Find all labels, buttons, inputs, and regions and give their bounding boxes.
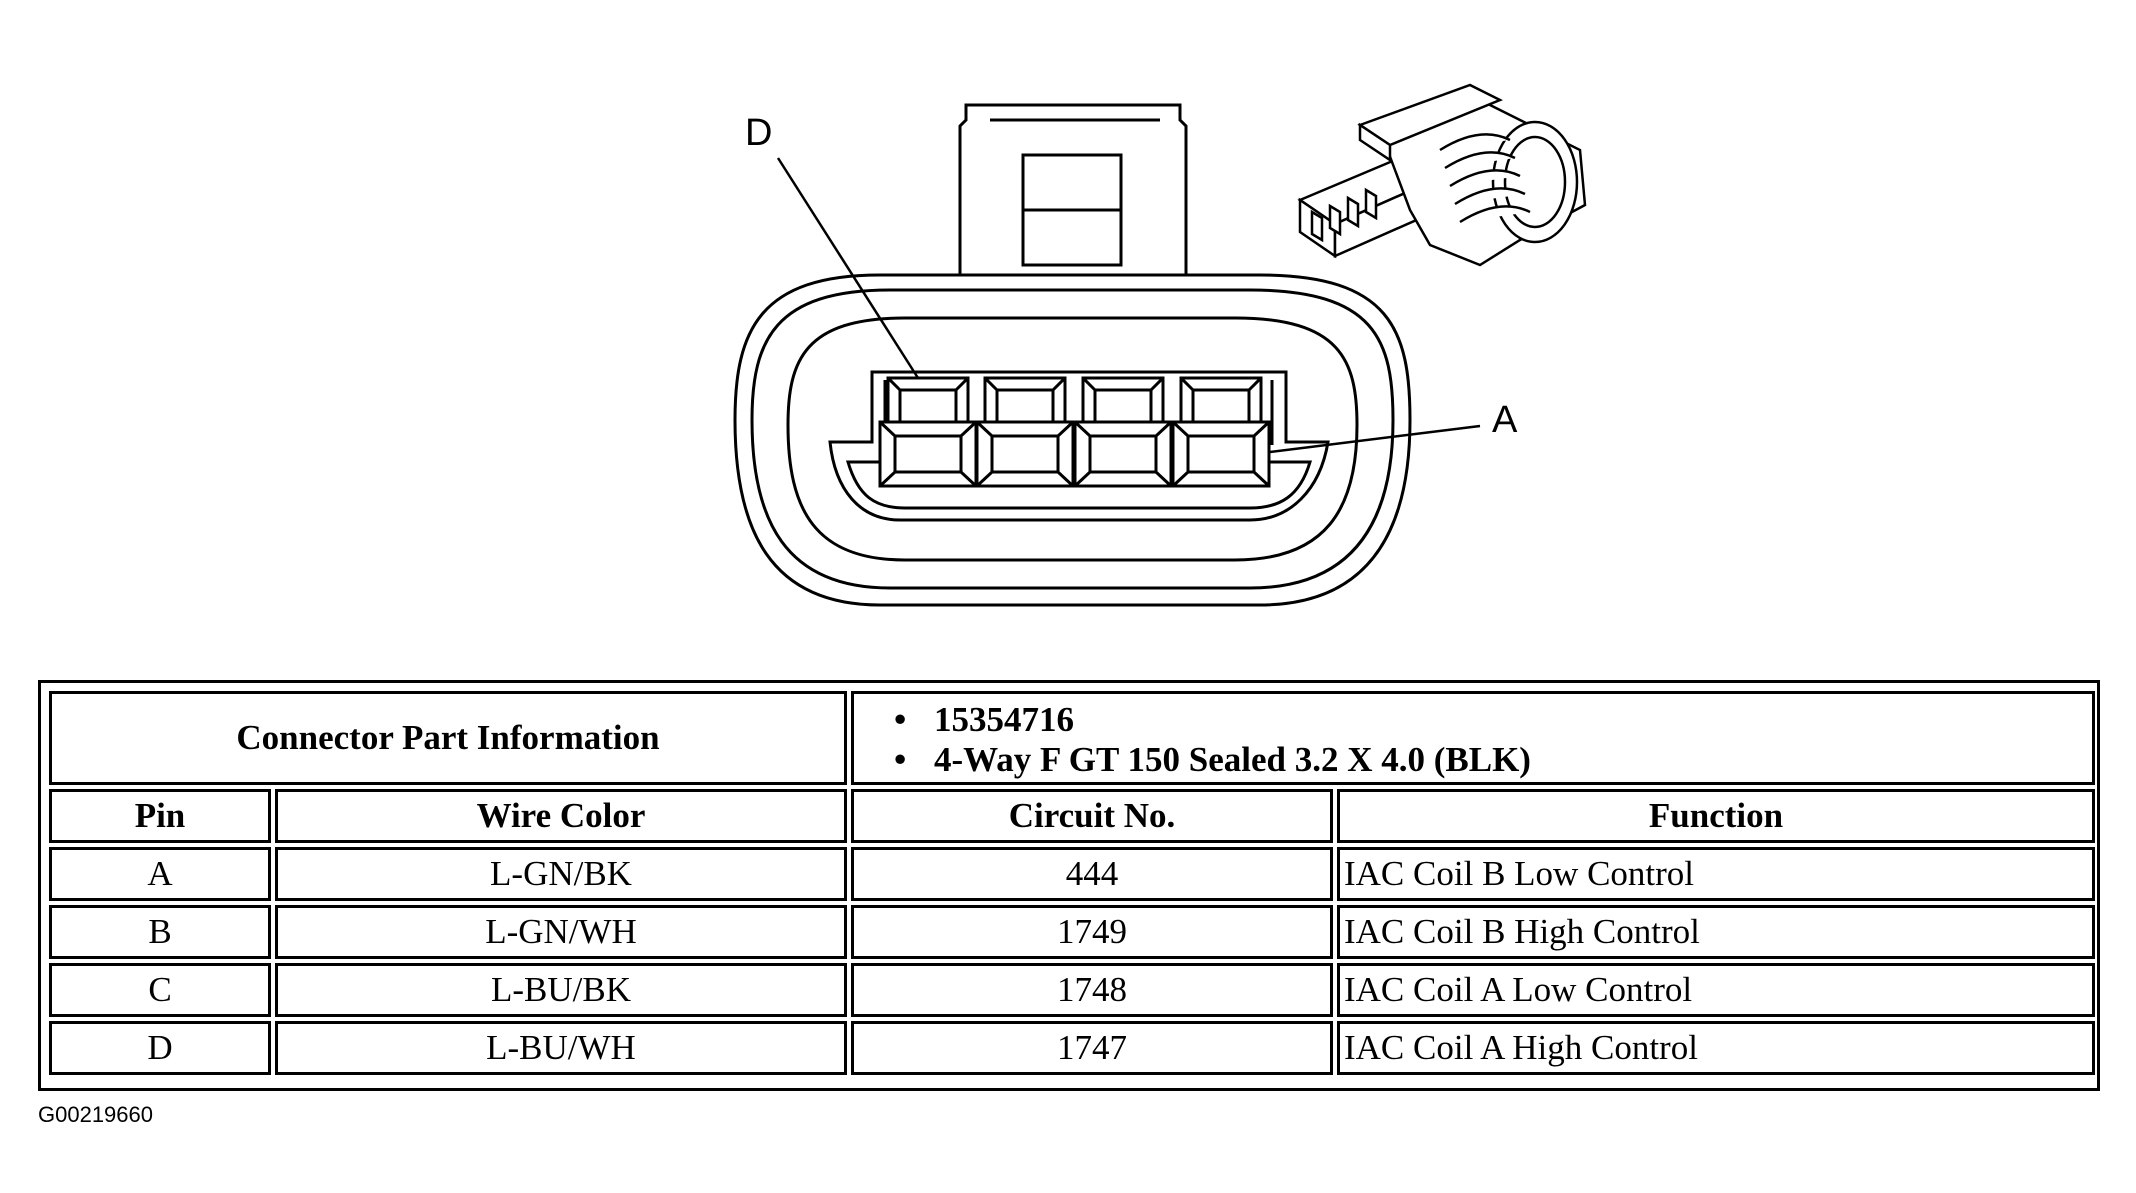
terminal-cavity-d-lower [878, 420, 978, 488]
table-row-b-wire-color: L-GN/WH [275, 905, 847, 959]
table-row-c-pin: C [49, 963, 271, 1017]
header-pin: Pin [49, 789, 271, 843]
terminal-cavity-a-lower [1171, 420, 1271, 488]
terminal-cavity-b-lower [1073, 420, 1173, 488]
table-row-a-function: IAC Coil B Low Control [1337, 847, 2095, 901]
bullet-dot: • [894, 740, 907, 779]
header-circuit-no: Circuit No. [851, 789, 1333, 843]
table-row-d-circuit: 1747 [851, 1021, 1333, 1075]
table-row-c-function: IAC Coil A Low Control [1337, 963, 2095, 1017]
table-row-d-pin: D [49, 1021, 271, 1075]
leader-line-d [776, 157, 920, 379]
table-row-b-pin: B [49, 905, 271, 959]
callout-label-a: A [1492, 399, 1518, 441]
table-row-a-circuit: 444 [851, 847, 1333, 901]
terminal-cavity-c-lower [975, 420, 1075, 488]
connector-part-info-label: Connector Part Information [49, 691, 847, 785]
lock-tab [958, 103, 1188, 277]
connector-info-table: Connector Part Information •15354716 •4-… [38, 680, 2100, 1091]
leader-line-a [1269, 424, 1481, 454]
connector-iso-view [1297, 83, 1587, 267]
table-row-a-pin: A [49, 847, 271, 901]
connector-outer-shell [733, 273, 1412, 607]
table-row-d-wire-color: L-BU/WH [275, 1021, 847, 1075]
connector-face-drawing [733, 83, 1587, 607]
connector-diagram: D A [733, 83, 1587, 607]
table-row-a-wire-color: L-GN/BK [275, 847, 847, 901]
figure-id: G00219660 [38, 1102, 153, 1127]
connector-seal [786, 316, 1359, 562]
connector-outer-shell-inner [750, 288, 1395, 590]
callout-label-d: D [745, 112, 773, 154]
connector-part-info-list: •15354716 •4-Way F GT 150 Sealed 3.2 X 4… [851, 691, 2095, 785]
connector-part-number: •15354716 [894, 700, 1074, 739]
header-wire-color: Wire Color [275, 789, 847, 843]
bullet-dot: • [894, 700, 907, 739]
table-row-b-function: IAC Coil B High Control [1337, 905, 2095, 959]
connector-description: •4-Way F GT 150 Sealed 3.2 X 4.0 (BLK) [894, 740, 1531, 779]
table-row-b-circuit: 1749 [851, 905, 1333, 959]
table-row-c-circuit: 1748 [851, 963, 1333, 1017]
table-row-c-wire-color: L-BU/BK [275, 963, 847, 1017]
header-function: Function [1337, 789, 2095, 843]
cavity-housing [828, 370, 1330, 522]
table-row-d-function: IAC Coil A High Control [1337, 1021, 2095, 1075]
cavity-housing-lip [845, 460, 1313, 510]
